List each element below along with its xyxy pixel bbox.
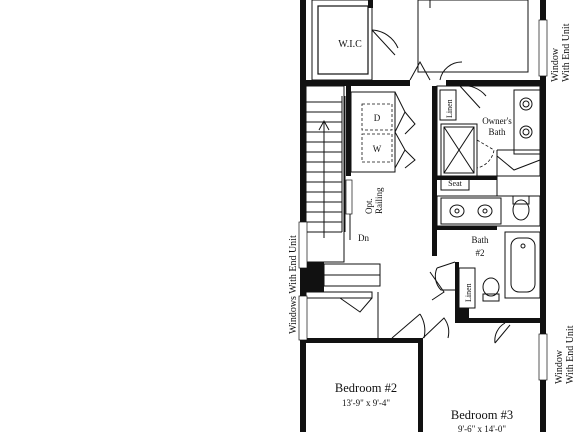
windows bbox=[298, 19, 548, 381]
bedroom2-dims: 13'-9" x 9'-4" bbox=[342, 398, 390, 408]
svg-text:Railing: Railing bbox=[374, 187, 384, 214]
exterior-walls bbox=[300, 0, 546, 432]
svg-text:Opt.: Opt. bbox=[364, 198, 374, 214]
window-note-left: Windows With End Unit bbox=[288, 235, 299, 334]
svg-text:With End Unit: With End Unit bbox=[561, 23, 572, 82]
washer-label: W bbox=[373, 144, 382, 154]
bath2-label-1: Bath bbox=[472, 235, 489, 245]
linen-bottom-label: Linen bbox=[464, 283, 473, 302]
laundry: D W bbox=[346, 86, 416, 176]
bedroom3-dims: 9'-6" x 14'-0" bbox=[458, 424, 506, 432]
owners-bath-label-1: Owner's bbox=[482, 116, 512, 126]
bath-2: Bath #2 Linen bbox=[434, 195, 541, 344]
owners-bath: Linen Seat Owner's Bath bbox=[432, 85, 541, 256]
bath2-label-2: #2 bbox=[476, 248, 485, 258]
window-top-right bbox=[538, 19, 548, 77]
window-bottom-right bbox=[538, 333, 548, 381]
window-note-top-right: Window With End Unit bbox=[550, 23, 572, 82]
bedroom3-label: Bedroom #3 bbox=[451, 408, 513, 422]
opt-railing-mark bbox=[345, 179, 353, 215]
svg-text:Windows With End Unit: Windows With End Unit bbox=[288, 235, 299, 334]
linen-top-label: Linen bbox=[445, 99, 454, 118]
owners-bath-label-2: Bath bbox=[489, 127, 506, 137]
walk-in-closet: W.I.C bbox=[311, 0, 399, 81]
window-note-bottom-right: Window With End Unit bbox=[554, 325, 576, 384]
wic-label: W.I.C bbox=[338, 39, 362, 50]
opt-railing-label: Opt. Railing bbox=[364, 187, 384, 214]
down-label: Dn bbox=[358, 233, 369, 243]
svg-text:With End Unit: With End Unit bbox=[565, 325, 576, 384]
seat-label: Seat bbox=[448, 179, 463, 188]
svg-text:Window: Window bbox=[550, 47, 561, 82]
dryer-label: D bbox=[374, 113, 381, 123]
staircase: Dn Opt. Railing bbox=[305, 85, 384, 263]
hall-doors bbox=[305, 262, 450, 339]
owners-suite-upper bbox=[409, 0, 529, 81]
svg-text:Window: Window bbox=[554, 349, 565, 384]
window-left-lower bbox=[298, 295, 308, 341]
window-left-upper bbox=[298, 221, 308, 269]
bedroom2-label: Bedroom #2 bbox=[335, 381, 397, 395]
